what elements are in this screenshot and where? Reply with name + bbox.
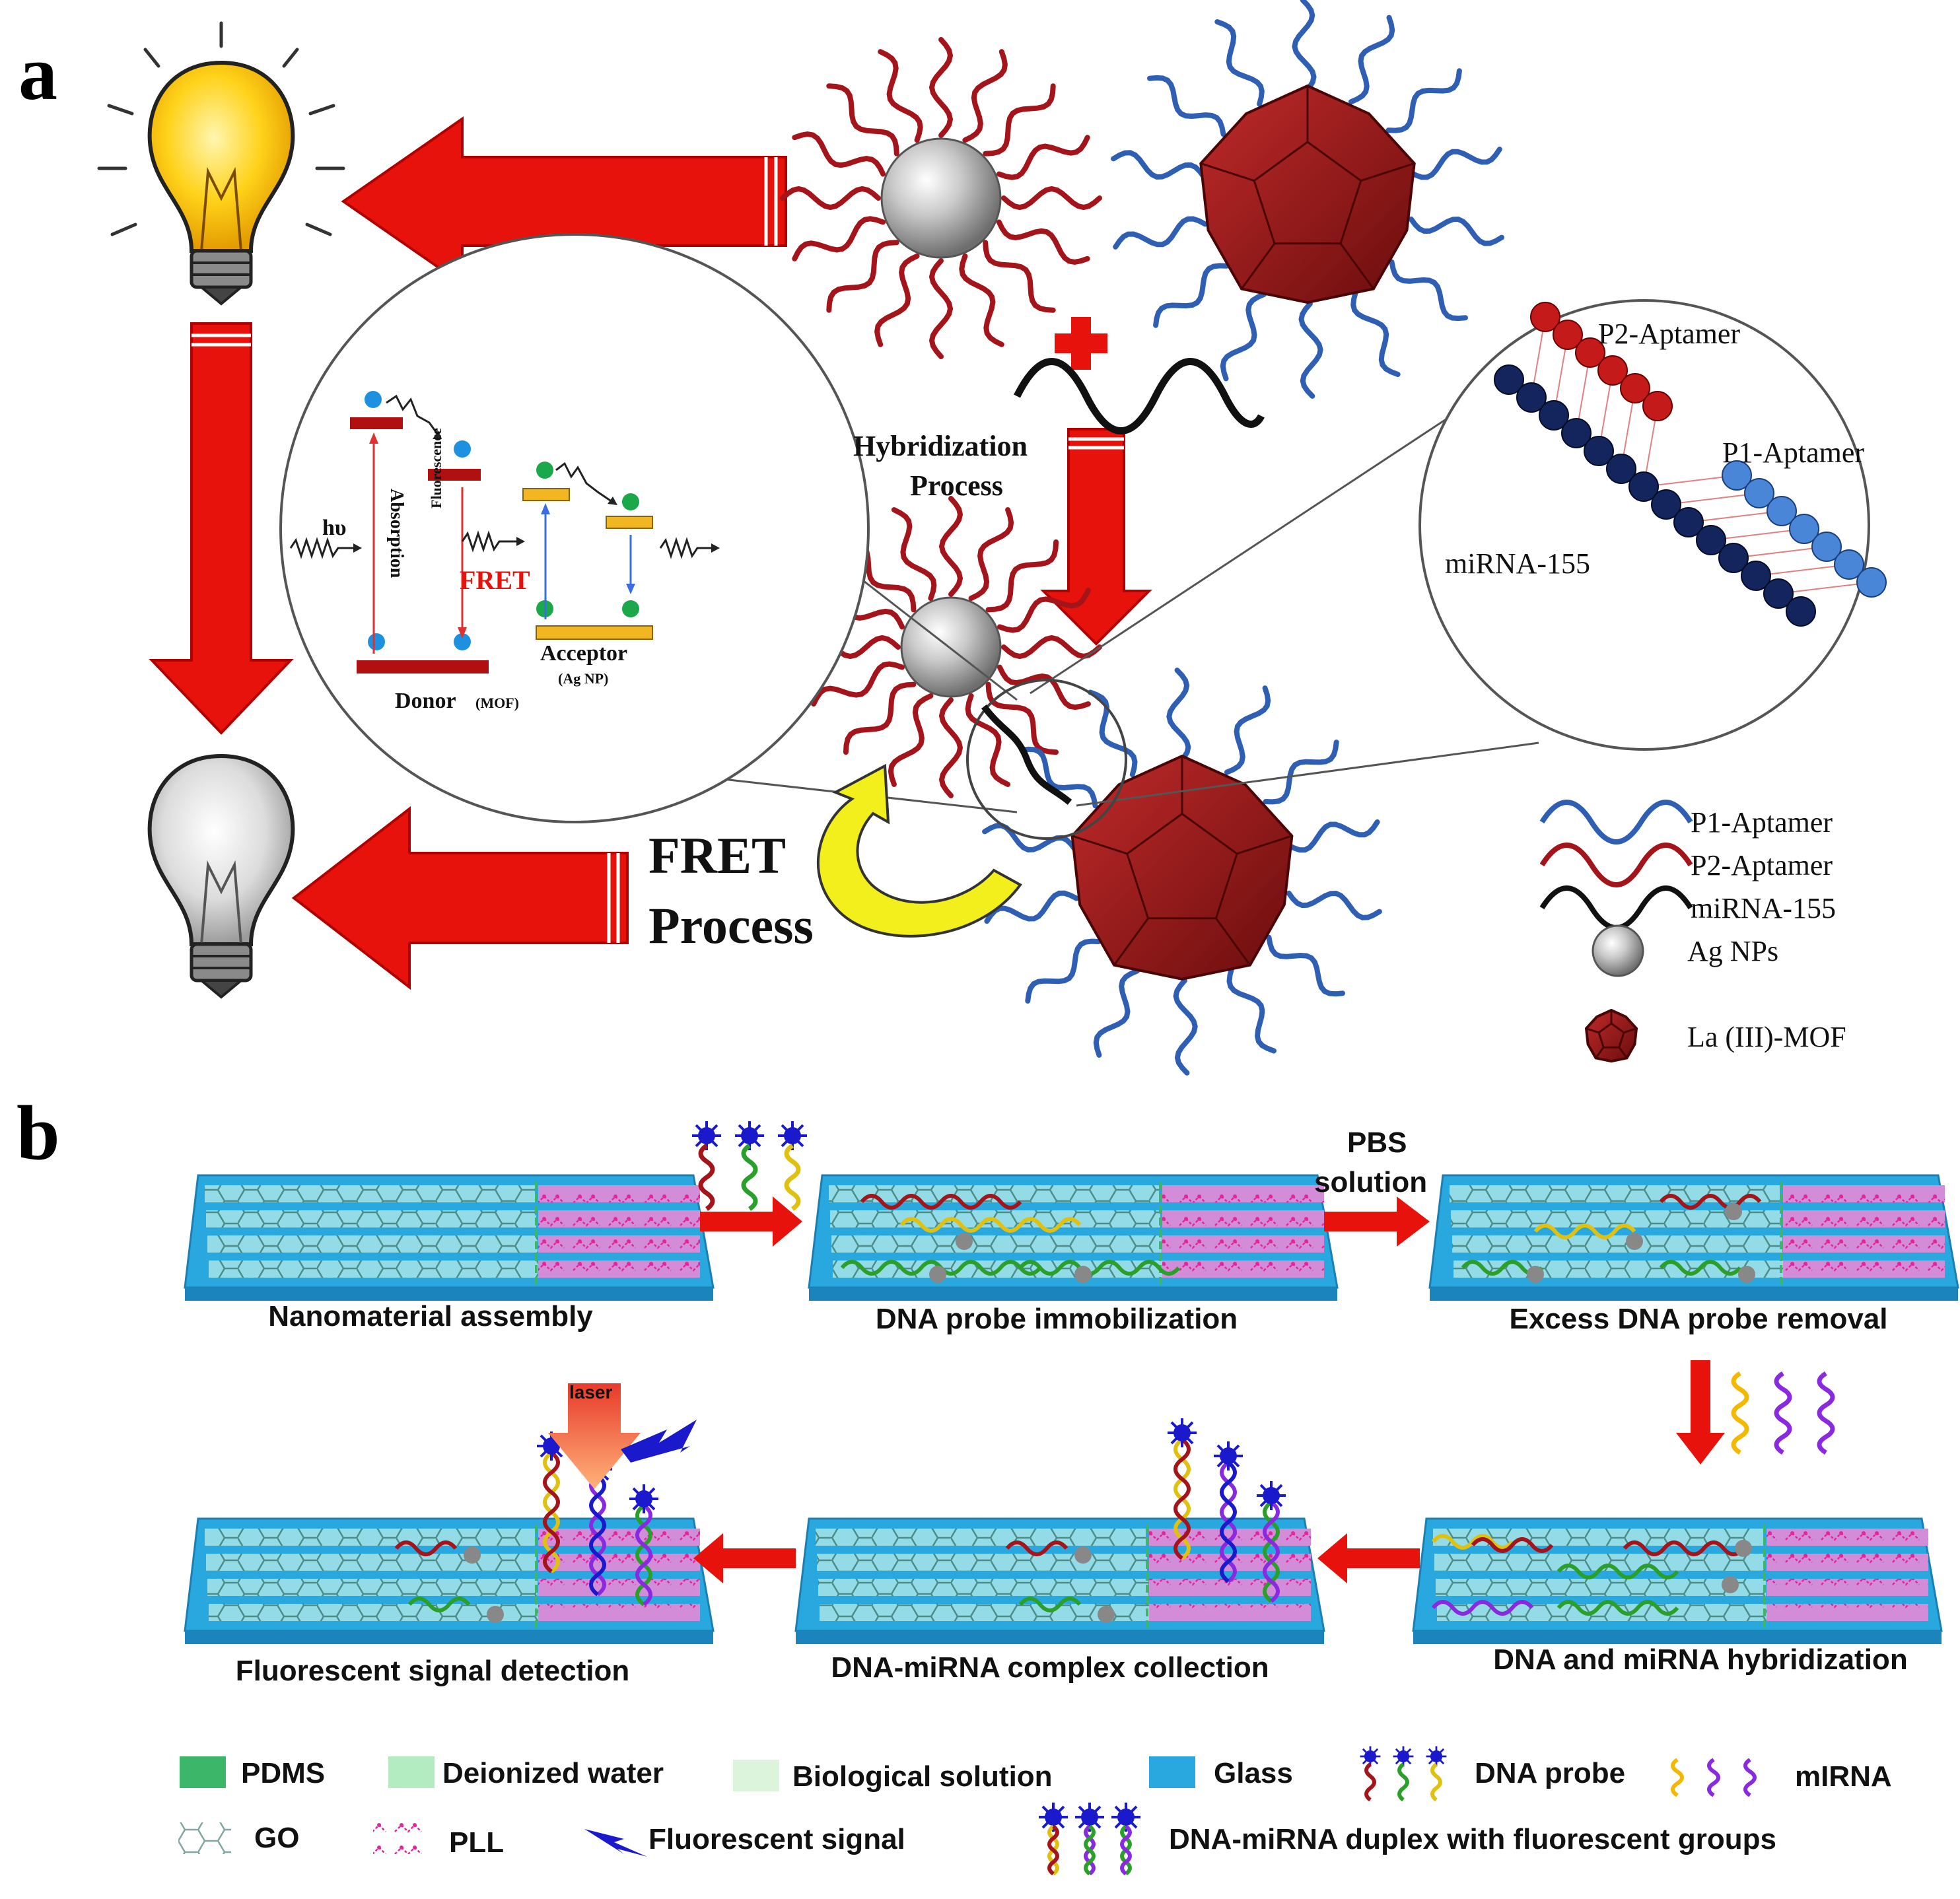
arrow-bulb-down: [149, 322, 294, 735]
ag-np-bottom: [800, 496, 1102, 798]
p2-inset-label: P2-Aptamer: [1598, 318, 1740, 350]
mirna-strands-top: [1731, 1371, 1835, 1455]
arrow-to-unlit-bulb: [291, 806, 629, 990]
biological-solution-swatch: [733, 1760, 779, 1791]
lit-bulb-icon: [97, 21, 345, 306]
legend-a-label-0: P1-Aptamer: [1691, 806, 1833, 839]
chip-6: [1412, 1517, 1943, 1644]
donor-sub-label: (MOF): [475, 695, 519, 711]
zoom-circle-small: [966, 679, 1127, 840]
chip-2: [808, 1174, 1339, 1301]
legend-a-label-3: Ag NPs: [1687, 935, 1778, 967]
fret-curved-arrow: [816, 763, 1022, 938]
legend-a-label-1: P2-Aptamer: [1691, 849, 1833, 881]
legend-b: PDMS Deionized water Biological solution…: [178, 1745, 1892, 1876]
acceptor-sub-label: (Ag NP): [558, 670, 608, 687]
deionized-water-label: Deionized water: [442, 1757, 664, 1789]
silver-sphere-icon: [1592, 924, 1644, 977]
mirna-in-complex: [981, 704, 1072, 805]
energy-inset: hυ Absorption Fluorescence FRET Donor (M…: [279, 233, 870, 823]
pdms-label: PDMS: [241, 1757, 325, 1789]
deionized-water-swatch: [388, 1756, 435, 1788]
step-label-6: DNA and miRNA hybridization: [1493, 1643, 1907, 1676]
mof-dodecahedron-icon: [1584, 1008, 1638, 1063]
acceptor-label: Acceptor: [540, 641, 627, 666]
pbs-label-1: PBS: [1347, 1126, 1407, 1159]
pdms-swatch: [180, 1756, 226, 1788]
unlit-bulb-icon: [147, 753, 295, 999]
dna-probe-legend-icon: [1359, 1745, 1448, 1802]
mirna-legend-icon: [1671, 1758, 1757, 1797]
arrow-step2: [1324, 1196, 1430, 1247]
hybridization-label-2: Process: [910, 469, 1003, 502]
arrow-step1: [700, 1196, 802, 1247]
p1-inset-label: P1-Aptamer: [1722, 436, 1864, 469]
pbs-label-2: solution: [1314, 1166, 1427, 1198]
wave-black-icon: [1539, 885, 1693, 930]
mof-top: [1111, 0, 1504, 399]
chip-1: [184, 1174, 715, 1301]
fluorescent-signal-legend-icon: [584, 1829, 647, 1857]
panel-a-label: a: [18, 30, 57, 116]
duplex-label: DNA-miRNA duplex with fluorescent groups: [1169, 1823, 1776, 1855]
dna-probes-top: [691, 1120, 808, 1211]
chip-3: [1428, 1174, 1959, 1301]
legend-a-label-2: miRNA-155: [1691, 892, 1836, 924]
fret-process-label-2: Process: [648, 897, 814, 954]
arrow-to-lit-bulb: [341, 116, 787, 287]
step-label-5: DNA-miRNA complex collection: [831, 1651, 1269, 1684]
ag-np-top: [780, 37, 1102, 359]
chip-5: [794, 1517, 1325, 1644]
chip-4: [184, 1517, 715, 1644]
fret-process-label-1: FRET: [648, 827, 786, 884]
arrow-step4: [1317, 1533, 1420, 1583]
mirna-wave-icon: [1014, 358, 1265, 434]
arrow-step3: [1676, 1360, 1725, 1465]
panel-b-label: b: [17, 1089, 60, 1176]
laser-label: laser: [569, 1382, 612, 1402]
go-swatch: [178, 1822, 231, 1854]
hv-label: hυ: [322, 516, 347, 540]
pll-swatch: [373, 1822, 426, 1854]
laser-beam: laser: [548, 1382, 641, 1489]
arrow-step5: [693, 1533, 796, 1583]
dna-probe-label: DNA probe: [1475, 1757, 1625, 1789]
wave-blue-icon: [1539, 800, 1693, 845]
fluorescent-signal-bolt: [621, 1420, 697, 1463]
duplex-legend-icon: [1037, 1801, 1142, 1876]
step-label-4: Fluorescent signal detection: [236, 1655, 630, 1687]
wave-red-icon: [1539, 843, 1693, 887]
glass-label: Glass: [1214, 1757, 1293, 1789]
biological-solution-label: Biological solution: [792, 1760, 1053, 1793]
legend-a-label-4: La (III)-MOF: [1687, 1021, 1846, 1053]
arrow-hybridization-down: [1040, 428, 1152, 646]
step-label-3: Excess DNA probe removal: [1509, 1303, 1887, 1335]
duplex-inset: P2-Aptamer P1-Aptamer miRNA-155: [1418, 299, 1887, 751]
fluorescence-label: Fluorescence: [428, 428, 444, 508]
pll-label: PLL: [449, 1826, 504, 1859]
glass-swatch: [1149, 1756, 1195, 1788]
plus-icon: [1055, 317, 1107, 370]
mof-bottom: [982, 668, 1382, 1076]
go-label: GO: [254, 1822, 299, 1854]
absorption-label: Absorption: [386, 489, 407, 578]
fluorescent-signal-label: Fluorescent signal: [648, 1823, 905, 1855]
donor-label: Donor: [395, 689, 456, 713]
mirna-inset-label: miRNA-155: [1445, 547, 1590, 580]
step-label-2: DNA probe immobilization: [876, 1303, 1238, 1335]
hybridization-label-1: Hybridization: [853, 430, 1028, 462]
fret-inset-label: FRET: [460, 565, 530, 595]
duplex-helices: [536, 1417, 1287, 1606]
step-label-1: Nanomaterial assembly: [268, 1300, 593, 1332]
mirna-label: mIRNA: [1795, 1760, 1892, 1793]
